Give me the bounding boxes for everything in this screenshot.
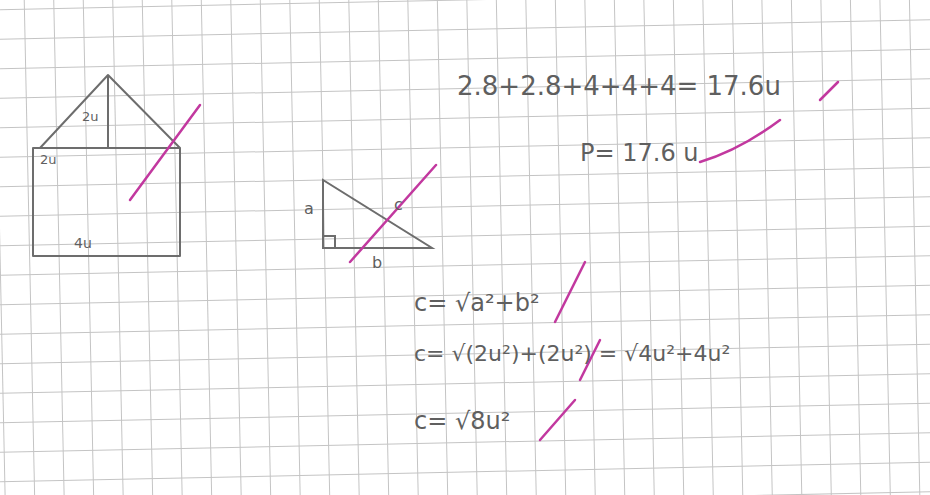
- grid-line: [0, 432, 930, 453]
- dimension-label: 2u: [38, 153, 59, 167]
- grid-line: [201, 0, 213, 495]
- pythagoras-result: c= √8u²: [412, 408, 512, 434]
- side-label: a: [302, 200, 316, 218]
- grid-line: [171, 0, 183, 495]
- grid-line: [0, 0, 6, 495]
- perimeter-sum: 2.8+2.8+4+4+4= 17.6u: [455, 72, 783, 101]
- grid-line: [0, 48, 930, 69]
- grid-line: [0, 314, 930, 335]
- pythagoras-formula: c= √a²+b²: [412, 290, 542, 316]
- check-mark: [350, 165, 436, 262]
- grid-line: [879, 0, 891, 495]
- dimension-label: 2u: [80, 110, 101, 124]
- check-mark: [700, 120, 780, 162]
- grid-line: [0, 373, 930, 394]
- dimension-label: 4u: [72, 236, 94, 251]
- grid-line: [0, 0, 930, 11]
- check-marks: [130, 82, 838, 440]
- house-square: [33, 148, 180, 256]
- grid-line: [0, 491, 930, 495]
- grid-line: [0, 225, 930, 246]
- perimeter-result: P= 17.6 u: [578, 140, 701, 166]
- grid-line: [820, 0, 832, 495]
- check-mark: [555, 262, 585, 322]
- right-angle-mark: [323, 236, 335, 248]
- check-mark: [540, 400, 575, 440]
- grid-line: [0, 166, 930, 187]
- house-roof: [40, 75, 180, 148]
- grid-line: [230, 0, 242, 495]
- grid-line: [849, 0, 861, 495]
- roof-height: [107, 75, 109, 148]
- grid-line: [260, 0, 272, 495]
- grid-line: [142, 0, 154, 495]
- grid-line: [0, 196, 930, 217]
- side-label: c: [392, 196, 405, 214]
- check-mark: [130, 105, 200, 200]
- pythagoras-substitution: c= √(2u²)+(2u²) = √4u²+4u²: [412, 342, 732, 366]
- check-mark: [820, 82, 838, 100]
- grid-line: [790, 0, 802, 495]
- grid-line: [53, 0, 65, 495]
- grid-line: [289, 0, 301, 495]
- grid-line: [0, 461, 930, 482]
- grid-line: [0, 255, 930, 276]
- grid-line: [0, 19, 930, 40]
- right-triangle: [323, 180, 432, 248]
- grid-line: [0, 107, 930, 128]
- side-label: b: [370, 254, 384, 272]
- triangle-outline: [323, 180, 432, 248]
- grid-line: [908, 0, 920, 495]
- house-figure: [33, 75, 180, 256]
